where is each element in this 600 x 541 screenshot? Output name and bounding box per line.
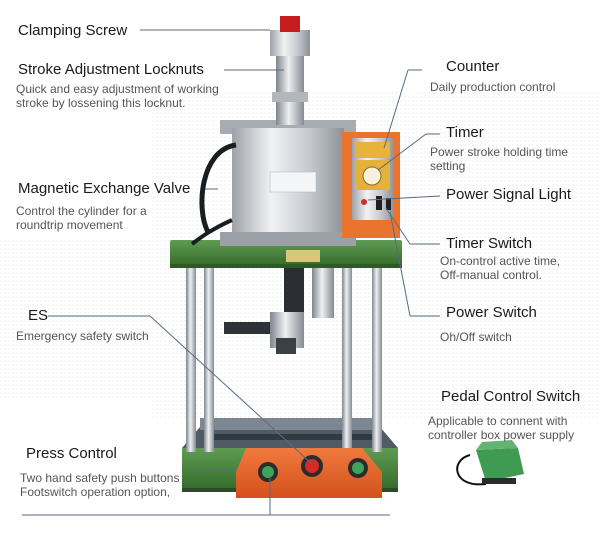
timer-dial-icon (362, 166, 382, 186)
label-clamping-screw: Clamping Screw (18, 22, 128, 39)
switch-icon (376, 196, 382, 210)
timer-switch-desc-line1: On-control active time, (440, 254, 561, 268)
label-power-switch: Power Switch (446, 304, 537, 321)
label-pedal-control: Pedal Control Switch (441, 388, 581, 405)
signal-light-icon (361, 199, 367, 205)
stroke-desc-line2: stroke by lossening this locknut. (16, 96, 186, 110)
label-timer: Timer (446, 124, 484, 141)
magnetic-description: Control the cylinder for a roundtrip mov… (16, 204, 147, 232)
press-description: Two hand safety push buttons Footswitch … (20, 471, 179, 499)
magnetic-desc-line2: roundtrip movement (16, 218, 123, 232)
ram-assembly (224, 268, 334, 354)
magnetic-desc-line1: Control the cylinder for a (16, 204, 147, 218)
top-plate (170, 240, 402, 268)
timer-desc-line1: Power stroke holding time (430, 145, 569, 159)
pedal-description: Applicable to connent with controller bo… (428, 414, 574, 442)
label-magnetic-valve: Magnetic Exchange Valve (18, 180, 191, 197)
air-hose (199, 142, 237, 234)
press-desc-line2: Footswitch operation option, (20, 485, 171, 499)
counter-display (356, 142, 390, 158)
air-cylinder (220, 120, 356, 246)
press-control-box (236, 448, 382, 498)
counter-description: Daily production control (430, 80, 555, 94)
stroke-description: Quick and easy adjustment of working str… (16, 82, 219, 110)
timer-switch-description: On-control active time, Off-manual contr… (440, 254, 560, 282)
leader-lines (22, 29, 441, 516)
power-switch-description: Oh/Off switch (440, 330, 512, 344)
label-press-control: Press Control (26, 445, 117, 462)
control-box (342, 132, 400, 238)
counter-desc: Daily production control (430, 80, 556, 94)
timer-switch-desc-line2: Off-manual control. (440, 268, 542, 282)
es-description: Emergency safety switch (16, 329, 149, 343)
pedal-desc-line1: Applicable to connent with (428, 414, 568, 428)
power-switch-desc: Oh/Off switch (440, 330, 512, 344)
stroke-desc-line1: Quick and easy adjustment of working (16, 82, 219, 96)
pedal-switch-icon (456, 440, 524, 486)
clamping-screw-cap (280, 16, 300, 32)
label-stroke-adjustment: Stroke Adjustment Locknuts (18, 61, 204, 78)
label-counter: Counter (446, 58, 500, 75)
pedal-desc-line2: controller box power supply (428, 428, 575, 442)
name-plate (286, 250, 320, 262)
timer-desc-line2: setting (430, 159, 466, 173)
label-timer-switch: Timer Switch (446, 235, 533, 252)
label-es: ES (28, 307, 49, 324)
press-desc-line1: Two hand safety push buttons (20, 471, 180, 485)
stroke-rod (270, 16, 310, 125)
timer-description: Power stroke holding time setting (430, 145, 568, 173)
es-desc: Emergency safety switch (16, 329, 149, 343)
label-power-signal-light: Power Signal Light (446, 186, 572, 203)
